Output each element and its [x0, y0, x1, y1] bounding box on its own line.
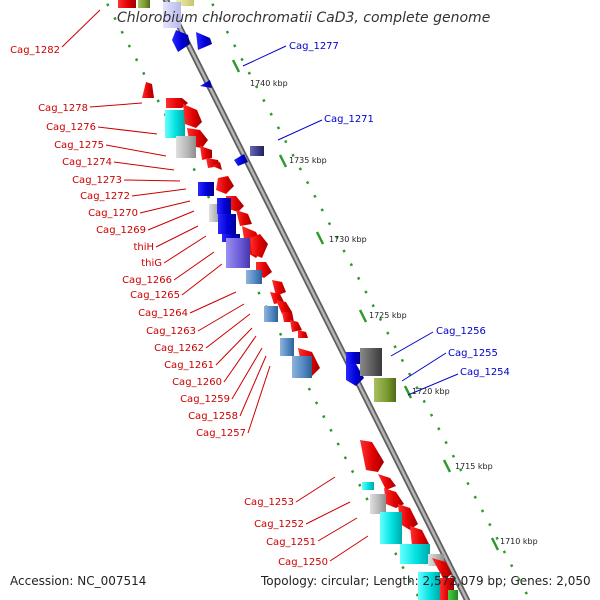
- gene-feature[interactable]: [346, 360, 364, 386]
- gene-feature[interactable]: [198, 182, 214, 196]
- gene-label[interactable]: Cag_1275: [54, 140, 104, 151]
- gene-feature[interactable]: [118, 0, 136, 8]
- ruler-labels: 1740 kbp 1735 kbp 1730 kbp 1725 kbp 1720…: [250, 79, 538, 546]
- gene-feature[interactable]: [226, 238, 250, 268]
- gene-feature[interactable]: [448, 590, 458, 600]
- gene-feature[interactable]: [138, 0, 150, 8]
- gene-feature[interactable]: [250, 234, 268, 258]
- gene-feature[interactable]: [217, 198, 231, 214]
- gene-feature[interactable]: [176, 0, 194, 6]
- reverse-gene-labels: Cag_1277 Cag_1271 Cag_1256 Cag_1255 Cag_…: [289, 41, 510, 378]
- gene-feature[interactable]: [176, 136, 196, 158]
- gene-label[interactable]: Cag_1278: [38, 103, 88, 114]
- gene-label[interactable]: Cag_1274: [62, 157, 112, 168]
- gene-label[interactable]: Cag_1265: [130, 290, 180, 301]
- gene-feature[interactable]: [362, 482, 374, 490]
- gene-label[interactable]: Cag_1260: [172, 377, 222, 388]
- gene-feature[interactable]: [216, 176, 234, 194]
- gene-label[interactable]: Cag_1251: [266, 537, 316, 548]
- gene-feature[interactable]: [432, 558, 452, 580]
- gene-label[interactable]: Cag_1266: [122, 275, 172, 286]
- gene-label[interactable]: Cag_1276: [46, 122, 96, 133]
- gene-feature[interactable]: [374, 378, 396, 402]
- genome-title: Chlorobium chlorochromatii CaD3, complet…: [117, 10, 490, 26]
- gene-label[interactable]: Cag_1255: [448, 348, 498, 359]
- ruler-label: 1740 kbp: [250, 79, 288, 88]
- gene-feature[interactable]: [163, 2, 181, 28]
- ruler-label: 1725 kbp: [369, 311, 407, 320]
- gene-label[interactable]: Cag_1259: [180, 394, 230, 405]
- gene-feature[interactable]: [200, 146, 212, 160]
- gene-feature[interactable]: [234, 154, 248, 166]
- gene-label[interactable]: Cag_1258: [188, 411, 238, 422]
- sequence-backbone: [162, 0, 471, 600]
- gene-label[interactable]: Cag_1256: [436, 326, 486, 337]
- gene-label[interactable]: Cag_1262: [154, 343, 204, 354]
- gene-label[interactable]: Cag_1271: [324, 114, 374, 125]
- genome-summary: Topology: circular; Length: 2,572,079 bp…: [261, 574, 591, 588]
- gene-feature[interactable]: [290, 320, 302, 332]
- gene-feature[interactable]: [360, 348, 382, 376]
- gene-feature[interactable]: [200, 80, 212, 88]
- gene-label[interactable]: thiG: [141, 258, 162, 269]
- label-leaders: [61, 9, 459, 562]
- gene-label[interactable]: Cag_1264: [138, 308, 188, 319]
- gene-feature[interactable]: [360, 440, 384, 472]
- gene-label[interactable]: Cag_1254: [460, 367, 510, 378]
- gene-feature[interactable]: [142, 82, 154, 98]
- gene-feature[interactable]: [380, 512, 402, 544]
- accession-text: Accession: NC_007514: [10, 574, 147, 588]
- gene-label[interactable]: Cag_1261: [164, 360, 214, 371]
- gene-feature[interactable]: [218, 214, 236, 234]
- ruler-label: 1730 kbp: [329, 235, 367, 244]
- gene-feature[interactable]: [280, 338, 294, 356]
- ruler-label: 1710 kbp: [500, 537, 538, 546]
- gene-feature[interactable]: [292, 356, 312, 378]
- gene-label[interactable]: Cag_1257: [196, 428, 246, 439]
- ruler-label: 1720 kbp: [412, 387, 450, 396]
- ruler-label: 1735 kbp: [289, 156, 327, 165]
- gene-feature[interactable]: [250, 146, 264, 156]
- forward-gene-labels: Cag_1282 Cag_1278 Cag_1276 Cag_1275 Cag_…: [10, 45, 328, 568]
- gene-features: [118, 0, 458, 600]
- gene-feature[interactable]: [196, 32, 212, 50]
- gene-feature[interactable]: [264, 306, 278, 322]
- gene-label[interactable]: Cag_1282: [10, 45, 60, 56]
- gene-feature[interactable]: [165, 110, 185, 138]
- gene-feature[interactable]: [384, 488, 404, 508]
- gene-label[interactable]: Cag_1269: [96, 225, 146, 236]
- ruler-tracks: [103, 0, 532, 600]
- gene-feature[interactable]: [246, 270, 262, 284]
- gene-feature[interactable]: [212, 162, 222, 170]
- gene-feature[interactable]: [370, 494, 386, 514]
- gene-feature[interactable]: [418, 572, 440, 600]
- gene-feature[interactable]: [276, 300, 292, 314]
- gene-label[interactable]: Cag_1250: [278, 557, 328, 568]
- gene-label[interactable]: thiH: [133, 242, 154, 253]
- gene-feature[interactable]: [236, 210, 252, 226]
- gene-label[interactable]: Cag_1272: [80, 191, 130, 202]
- gene-feature[interactable]: [398, 504, 418, 530]
- gene-label[interactable]: Cag_1263: [146, 326, 196, 337]
- gene-feature[interactable]: [166, 98, 188, 108]
- gene-feature[interactable]: [400, 544, 430, 564]
- gene-feature[interactable]: [378, 474, 396, 490]
- gene-feature[interactable]: [272, 280, 286, 296]
- gene-label[interactable]: Cag_1270: [88, 208, 138, 219]
- gene-feature[interactable]: [282, 312, 294, 322]
- gene-feature[interactable]: [172, 30, 190, 52]
- gene-feature[interactable]: [346, 352, 360, 364]
- gene-label[interactable]: Cag_1252: [254, 519, 304, 530]
- gene-label[interactable]: Cag_1273: [72, 175, 122, 186]
- ruler-label: 1715 kbp: [455, 462, 493, 471]
- gene-label[interactable]: Cag_1277: [289, 41, 339, 52]
- gene-label[interactable]: Cag_1253: [244, 497, 294, 508]
- gene-feature[interactable]: [298, 330, 308, 338]
- gene-feature[interactable]: [183, 104, 202, 128]
